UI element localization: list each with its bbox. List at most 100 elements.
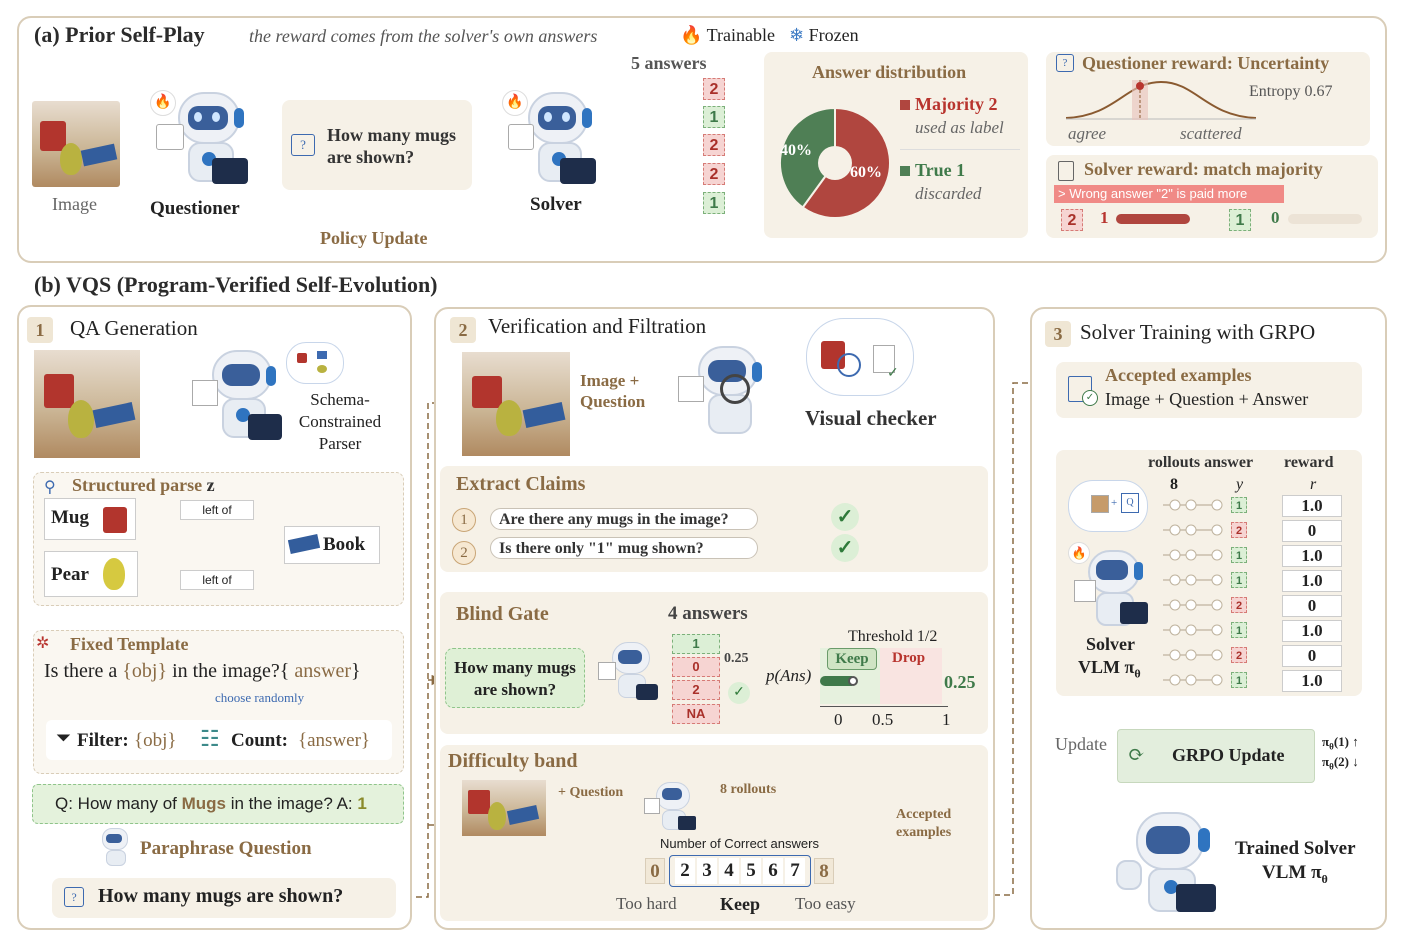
solver-vlm-robot: 🔥 <box>1068 540 1152 626</box>
grpo-update-button[interactable]: ⟳ GRPO Update <box>1117 729 1315 783</box>
grpo-label: GRPO Update <box>1172 745 1285 765</box>
band-cell: 7 <box>785 858 805 884</box>
true-label: True 1 <box>915 160 966 180</box>
rollout-answer: 2 <box>1231 522 1247 538</box>
band-cell-hard: 0 <box>645 858 665 884</box>
mug-shape <box>40 121 66 151</box>
rollout-node <box>1169 674 1181 686</box>
qa-gen-title: QA Generation <box>70 316 198 340</box>
true-note: discarded <box>915 184 982 203</box>
step-number: 3 <box>1045 321 1071 347</box>
blind-answer: 0 <box>672 657 720 677</box>
blind-answer: 1 <box>672 634 720 654</box>
relation-left-of: left of <box>180 570 254 590</box>
template-sentence: Is there a {obj} in the image?{ answer} <box>44 660 361 682</box>
choose-randomly-label: choose randomly <box>215 690 305 705</box>
rollout-node <box>1211 599 1223 611</box>
fire-icon: 🔥 <box>1068 542 1090 564</box>
rollout-node <box>1211 549 1223 561</box>
gauge-knob <box>848 676 858 686</box>
legend-frozen: ❄ Frozen <box>789 25 859 45</box>
rollout-node <box>1211 499 1223 511</box>
threshold-label: Threshold 1/2 <box>848 628 938 645</box>
gauge-value: 0.25 <box>944 672 976 692</box>
reward-wrong-value: 1 <box>1100 208 1109 227</box>
rollout-reward: 0 <box>1282 595 1342 617</box>
extract-claims-title: Extract Claims <box>456 473 586 495</box>
rollout-node <box>1185 499 1197 511</box>
count-value: {answer} <box>298 730 371 751</box>
rollout-node <box>1185 649 1197 661</box>
true-swatch <box>900 166 910 176</box>
solver-reward-title: Solver reward: match majority <box>1084 159 1323 179</box>
check-icon: ✓ <box>728 682 750 704</box>
questioner-reward-box: ? Questioner reward: Uncertainty Entropy… <box>1046 52 1370 146</box>
filter-icon: ⏷ <box>56 728 72 749</box>
trained-vlm-label: VLM πθ <box>1262 862 1328 886</box>
node-mug: Mug <box>44 498 136 540</box>
answer-chip: 1 <box>703 106 725 128</box>
filter-value: {obj} <box>134 730 177 751</box>
count-label: Count: <box>231 730 289 751</box>
band-cell: 6 <box>763 858 783 884</box>
pear-icon <box>103 558 125 590</box>
rollout-reward: 1.0 <box>1282 495 1342 517</box>
pi-theta-2: πθ(2) ↓ <box>1322 754 1359 772</box>
graph-icon: ⚲ <box>44 479 56 496</box>
rollout-answer: 2 <box>1231 597 1247 613</box>
question-text: How many mugs are shown? <box>327 125 457 167</box>
fire-icon: 🔥 <box>150 90 176 116</box>
questioner-label: Questioner <box>150 198 240 219</box>
agree-label: agree <box>1068 124 1107 143</box>
checker-robot <box>676 344 774 440</box>
gauge-axis <box>820 706 948 707</box>
check-icon: ✓ <box>1082 390 1098 406</box>
blind-robot <box>598 640 660 704</box>
part-b-title: (b) VQS (Program-Verified Self-Evolution… <box>34 272 438 297</box>
question-icon: ? <box>291 134 315 156</box>
rollout-reward: 1.0 <box>1282 570 1342 592</box>
pie-slice-true <box>779 106 836 209</box>
questioner-reward-title: Questioner reward: Uncertainty <box>1082 53 1330 73</box>
magnifier-icon <box>837 353 861 377</box>
part-a-title: (a) Prior Self-Play <box>34 22 205 47</box>
fire-icon: 🔥 <box>680 25 703 45</box>
majority-swatch <box>900 100 910 110</box>
entropy-curve <box>1066 80 1256 120</box>
divider <box>900 149 1020 150</box>
filter-label: Filter: <box>77 730 129 751</box>
tick-label: 1 <box>942 710 951 729</box>
document-icon <box>1058 161 1074 181</box>
step-number: 1 <box>27 317 53 343</box>
gauge-fill <box>820 676 852 686</box>
rollout-node <box>1185 624 1197 636</box>
drop-label: Drop <box>892 650 926 666</box>
rollout-answer: 1 <box>1231 622 1247 638</box>
rollout-reward: 1.0 <box>1282 670 1342 692</box>
verification-title: Verification and Filtration <box>488 314 707 338</box>
difficulty-title: Difficulty band <box>448 750 578 772</box>
rollout-node <box>1211 649 1223 661</box>
rollout-node <box>1169 624 1181 636</box>
filter-count-box <box>46 720 392 760</box>
blind-gate-title: Blind Gate <box>456 603 549 625</box>
check-icon: ✓ <box>831 534 859 562</box>
rollout-answer: 1 <box>1231 547 1247 563</box>
accepted-examples-box: ✓ Accepted examples Image + Question + A… <box>1056 362 1362 418</box>
rollout-node <box>1169 649 1181 661</box>
reward-chip-wrong: 2 <box>1061 209 1083 231</box>
rollout-node <box>1185 574 1197 586</box>
majority-note: used as label <box>915 118 1004 137</box>
checker-thought-bubble: ✓ <box>806 318 914 396</box>
schema-parser-label: Schema-Constrained Parser <box>298 390 382 453</box>
reward-right-bar <box>1288 214 1362 224</box>
paraphrase-robot <box>96 828 134 866</box>
scattered-label: scattered <box>1180 124 1242 143</box>
distribution-pie <box>779 106 891 219</box>
solver-label: Solver <box>530 194 582 215</box>
accepted-examples-sub: Image + Question + Answer <box>1105 389 1309 409</box>
fixed-template-title: Fixed Template <box>70 634 189 654</box>
plus-question-label: + Question <box>558 785 624 800</box>
keep-band <box>669 855 811 887</box>
node-pear: Pear <box>44 551 138 597</box>
